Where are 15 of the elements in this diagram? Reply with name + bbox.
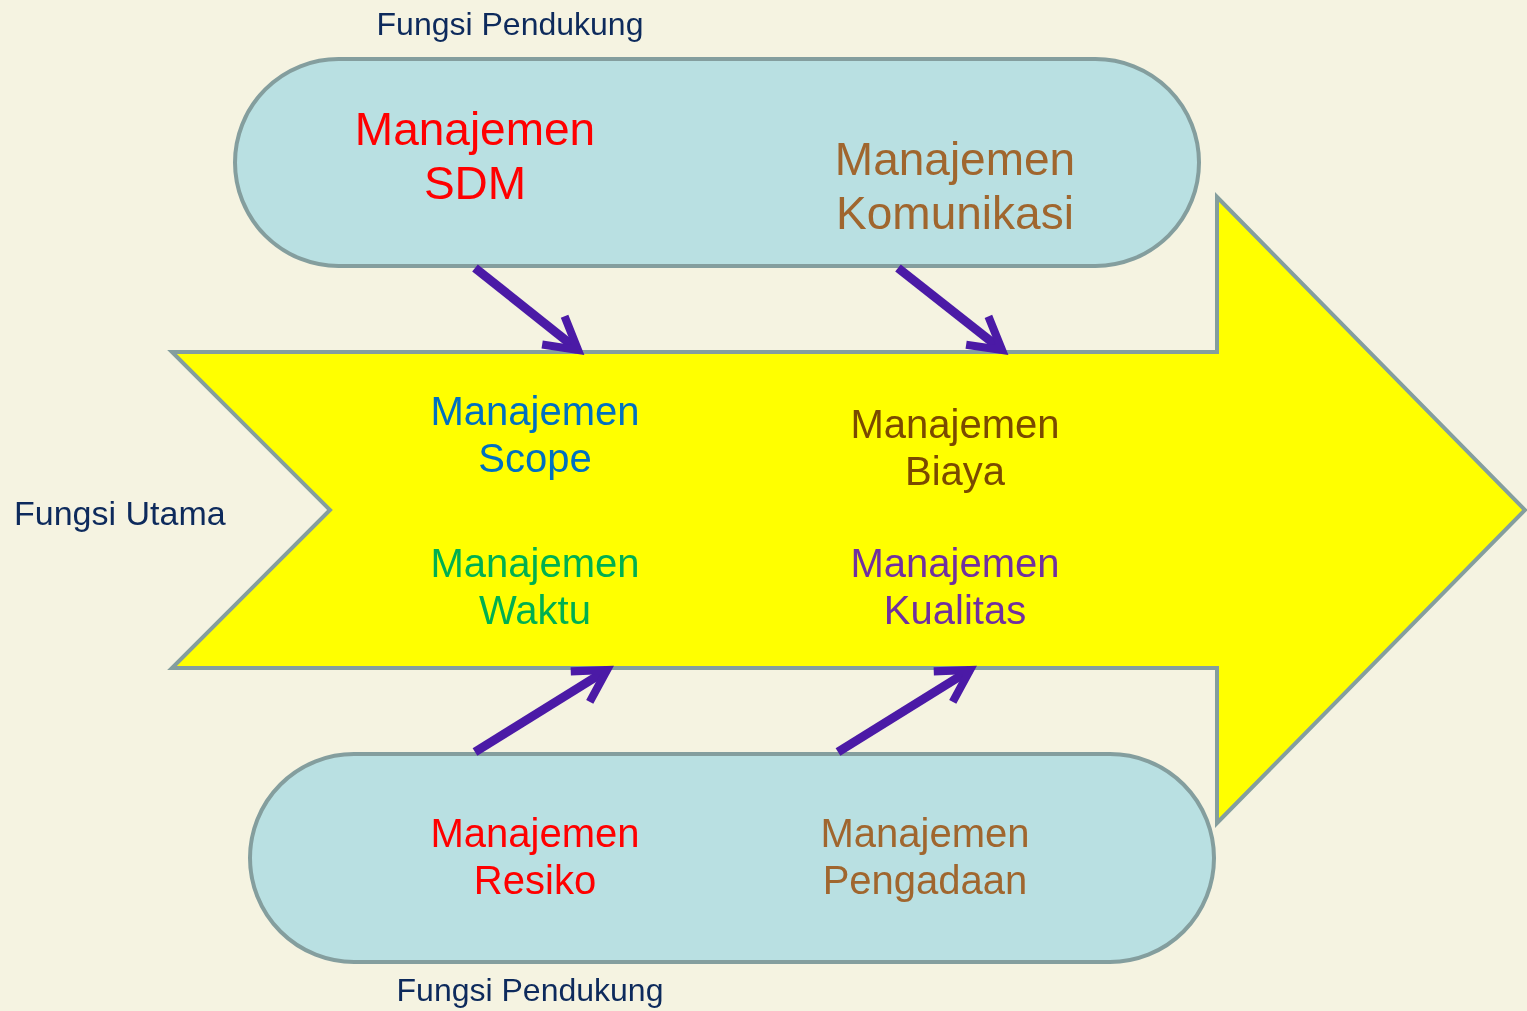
node-label: Manajemen Pengadaan [820,810,1030,905]
arrow [835,665,975,756]
arrow [895,264,1007,355]
arrow [472,665,612,756]
arrow [472,264,583,355]
node-label: Manajemen Kualitas [850,540,1060,635]
node-label: Manajemen Scope [430,388,640,483]
group-heading: Fungsi Pendukung [396,972,664,1010]
node-label: Manajemen Komunikasi [834,132,1076,241]
node-label: Manajemen Biaya [850,401,1060,496]
node-label: Manajemen Resiko [430,810,640,905]
node-label: Manajemen Waktu [430,540,640,635]
node-label: Manajemen SDM [354,102,596,211]
group-heading: Fungsi Pendukung [376,6,644,44]
group-heading: Fungsi Utama [14,493,226,534]
